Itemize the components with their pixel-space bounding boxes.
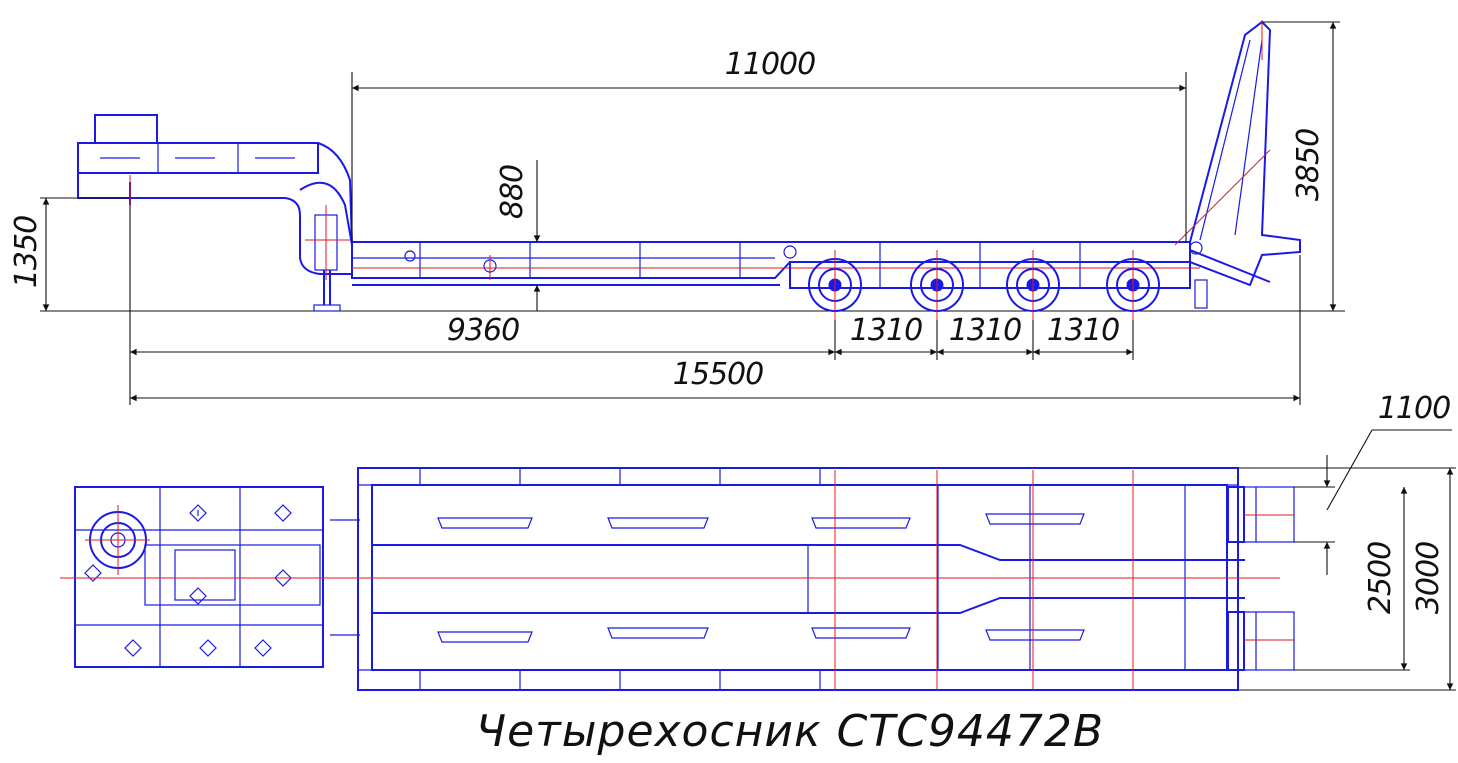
dim-overall-length: 15500 [673,357,763,392]
gooseneck-rails [77,142,319,174]
wheels [808,250,1160,320]
dim-ramp-height: 3850 [1291,129,1326,201]
dim-ramp-width: 1100 [1378,391,1450,426]
stake-pockets [437,513,1085,643]
drawing-title: Четырехосник СТС94472В [476,706,1104,757]
side-view-dimensions: 11000 880 1350 3850 9360 1310 1310 1310 … [9,21,1340,405]
top-view [60,467,1295,691]
gooseneck [77,114,353,312]
dim-axle-spacing-3: 1310 [1047,313,1119,348]
rear-ramps-top [1227,486,1295,671]
main-deck [351,241,1200,289]
dim-overall-width: 3000 [1411,542,1446,614]
well-upper [372,544,1245,561]
dim-neck-height: 880 [495,165,530,219]
ramp-lower [1243,611,1295,671]
toolbox [94,114,158,144]
gooseneck-top [74,486,360,668]
gooseneck-frame [77,173,352,275]
side-view [40,20,1345,320]
dim-deck-width: 2500 [1363,542,1398,614]
top-view-dimensions: 1100 2500 3000 [1238,391,1456,691]
rear-ramps [1174,20,1301,309]
dim-axle-spacing-1: 1310 [850,313,922,348]
dim-kingpin-to-axle: 9360 [447,313,519,348]
tread-plates [84,504,292,657]
gooseneck-platform [74,486,324,668]
dim-axle-spacing-2: 1310 [949,313,1021,348]
platform-outline [357,467,1239,691]
ramp-raised [1189,20,1301,287]
well-lower [372,597,1245,614]
dim-coupler-height: 1350 [9,216,44,288]
rear-support [1194,279,1208,309]
deck-outline [351,241,1191,279]
dim-deck-length: 11000 [725,47,815,82]
main-platform [60,467,1280,691]
